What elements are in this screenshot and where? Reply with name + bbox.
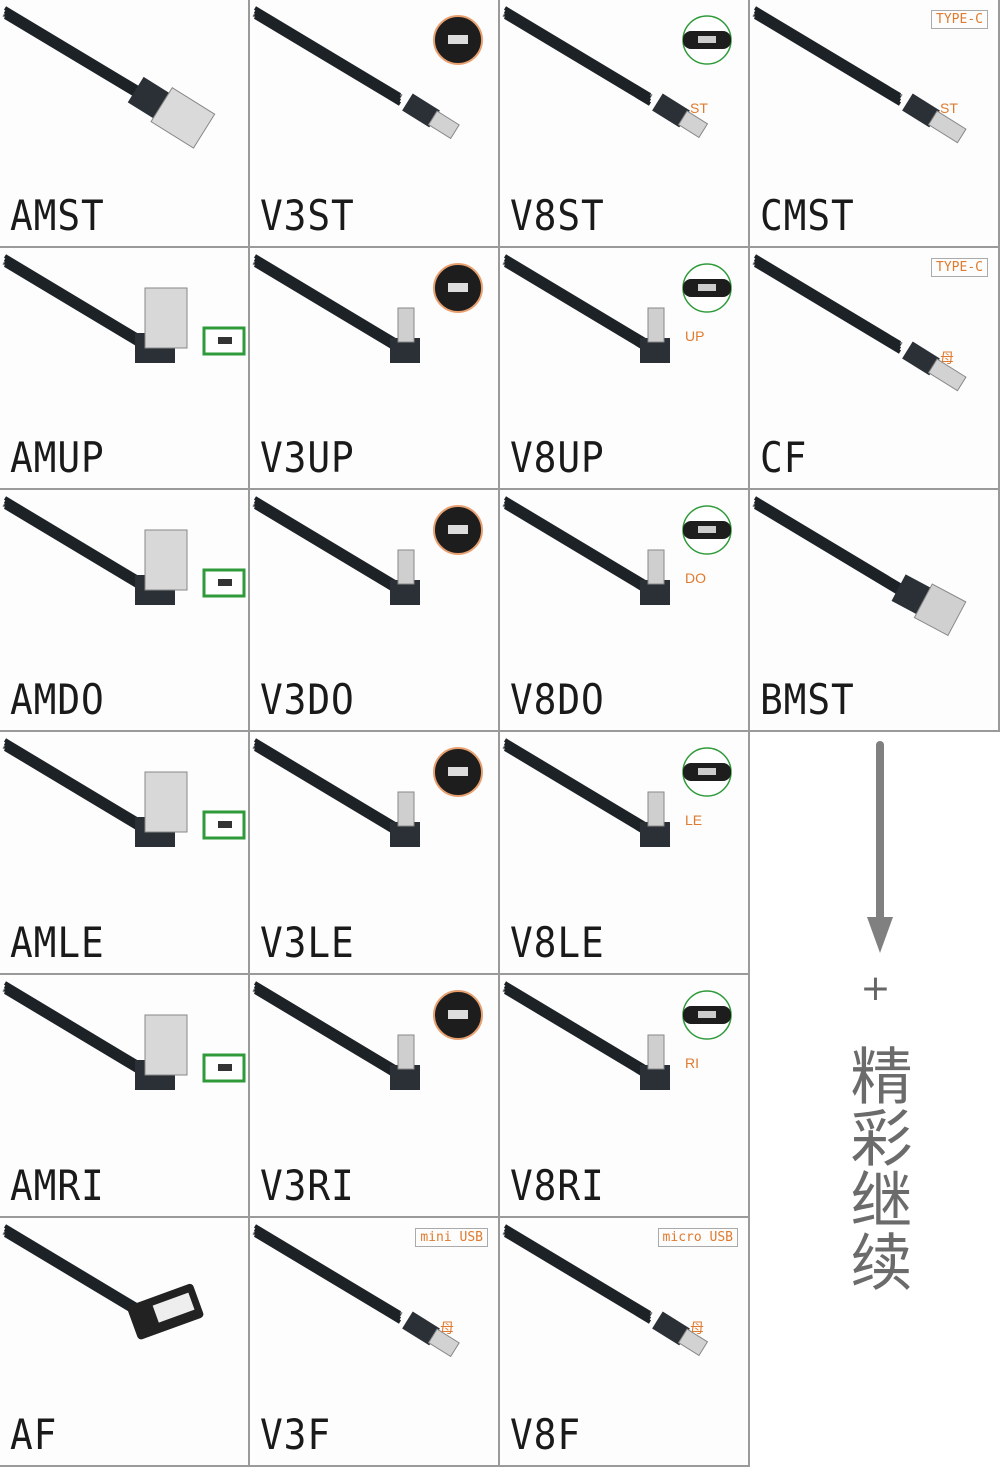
cable-image bbox=[2, 1224, 204, 1340]
cable-image bbox=[252, 254, 483, 363]
orientation-tag: ST bbox=[940, 100, 958, 116]
cable-image bbox=[502, 6, 732, 139]
orientation-tag: 母 bbox=[440, 1320, 454, 1336]
product-cell[interactable]: TYPE-C 母 CF bbox=[750, 248, 1000, 490]
product-cell[interactable]: V3RI bbox=[250, 975, 500, 1218]
product-cell[interactable]: LE V8LE bbox=[500, 732, 750, 975]
product-cell[interactable]: AMST bbox=[0, 0, 250, 248]
model-label: V8RI bbox=[510, 1161, 605, 1210]
cable-image bbox=[252, 738, 483, 847]
cable-image bbox=[502, 981, 732, 1090]
product-cell[interactable]: AF bbox=[0, 1218, 250, 1467]
product-cell[interactable]: UP V8UP bbox=[500, 248, 750, 490]
model-label: AF bbox=[10, 1410, 58, 1459]
model-label: V3UP bbox=[260, 433, 355, 482]
cable-image bbox=[502, 738, 732, 847]
down-arrow-icon bbox=[867, 741, 893, 953]
product-cell[interactable]: V3DO bbox=[250, 490, 500, 732]
cable-image bbox=[752, 6, 967, 144]
more-coming-panel: + 精彩继续 bbox=[751, 733, 1000, 1467]
plus-sign: + bbox=[860, 968, 891, 1009]
cable-image bbox=[252, 981, 483, 1090]
product-cell[interactable]: V3UP bbox=[250, 248, 500, 490]
model-label: V3LE bbox=[260, 918, 355, 967]
product-cell[interactable]: ST V8ST bbox=[500, 0, 750, 248]
model-label: V8F bbox=[510, 1410, 581, 1459]
model-label: CF bbox=[760, 433, 808, 482]
product-cell[interactable]: BMST bbox=[750, 490, 1000, 732]
cable-image bbox=[252, 1224, 460, 1358]
cable-image bbox=[2, 981, 246, 1090]
product-cell[interactable]: RI V8RI bbox=[500, 975, 750, 1218]
model-label: V3F bbox=[260, 1410, 331, 1459]
product-cell[interactable]: V3ST bbox=[250, 0, 500, 248]
orientation-tag: DO bbox=[685, 570, 706, 586]
model-label: V3RI bbox=[260, 1161, 355, 1210]
model-label: AMLE bbox=[10, 918, 105, 967]
orientation-tag: LE bbox=[685, 812, 703, 828]
product-cell[interactable]: TYPE-C ST CMST bbox=[750, 0, 1000, 248]
model-label: AMST bbox=[10, 191, 105, 240]
model-label: V8DO bbox=[510, 675, 605, 724]
model-label: V8ST bbox=[510, 191, 605, 240]
port-orientation-icon bbox=[202, 1053, 246, 1083]
cable-image bbox=[252, 496, 483, 605]
cable-image bbox=[752, 254, 967, 392]
connector-type-tag: mini USB bbox=[415, 1228, 488, 1247]
model-label: V8LE bbox=[510, 918, 605, 967]
orientation-tag: 母 bbox=[940, 350, 954, 366]
cable-image bbox=[252, 6, 483, 140]
model-label: AMUP bbox=[10, 433, 105, 482]
model-label: CMST bbox=[760, 191, 855, 240]
model-label: V3ST bbox=[260, 191, 355, 240]
cable-image bbox=[2, 738, 246, 847]
product-cell[interactable]: V3LE bbox=[250, 732, 500, 975]
product-cell[interactable]: AMRI bbox=[0, 975, 250, 1218]
orientation-tag: UP bbox=[685, 328, 705, 344]
model-label: V8UP bbox=[510, 433, 605, 482]
connector-type-tag: TYPE-C bbox=[931, 258, 988, 277]
model-label: BMST bbox=[760, 675, 855, 724]
cable-image bbox=[502, 496, 732, 605]
model-label: V3DO bbox=[260, 675, 355, 724]
orientation-tag: RI bbox=[685, 1055, 699, 1071]
cable-image bbox=[2, 6, 216, 149]
cable-image bbox=[502, 254, 732, 363]
orientation-tag: ST bbox=[690, 100, 708, 116]
connector-type-tag: TYPE-C bbox=[931, 10, 988, 29]
product-cell[interactable]: DO V8DO bbox=[500, 490, 750, 732]
connector-type-tag: micro USB bbox=[657, 1228, 738, 1247]
product-cell[interactable]: micro USB 母 V8F bbox=[500, 1218, 750, 1467]
product-cell[interactable]: AMDO bbox=[0, 490, 250, 732]
cable-image bbox=[2, 496, 246, 605]
orientation-tag: 母 bbox=[690, 1320, 704, 1336]
model-label: AMDO bbox=[10, 675, 105, 724]
product-cell[interactable]: AMLE bbox=[0, 732, 250, 975]
cable-image bbox=[2, 254, 246, 363]
cable-image bbox=[502, 1224, 709, 1357]
product-cell[interactable]: mini USB 母 V3F bbox=[250, 1218, 500, 1467]
more-coming-text: 精彩继续 bbox=[839, 1044, 913, 1292]
cable-image bbox=[752, 496, 967, 637]
product-cell[interactable]: AMUP bbox=[0, 248, 250, 490]
model-label: AMRI bbox=[10, 1161, 105, 1210]
